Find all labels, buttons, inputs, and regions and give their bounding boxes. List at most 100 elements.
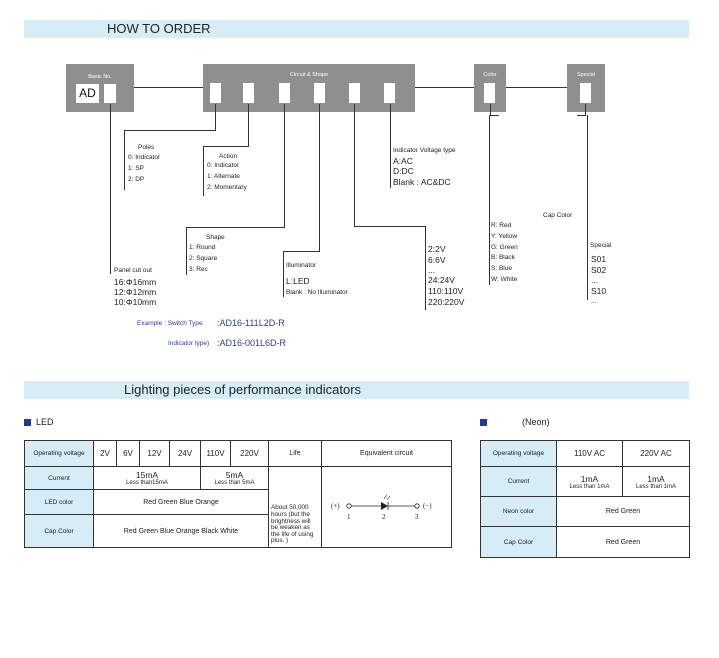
led-current-left-sub: Less than15mA	[126, 480, 168, 486]
led-colors: Red Green Blue Orange	[93, 489, 269, 515]
neon-label: (Neon)	[522, 417, 550, 427]
color-label: Color	[483, 72, 497, 78]
leader-action-v	[248, 104, 249, 146]
voltage-item: 220:220V	[428, 297, 465, 307]
equivalent-circuit-icon: (+) (−) 1 2 3	[331, 494, 432, 521]
led-row-label: Operating voltage	[24, 440, 94, 467]
neon-row-label: Operating voltage	[480, 440, 557, 467]
illum-item: Blank : No Illuminator	[286, 289, 348, 296]
led-current-right-value: 5mA	[225, 470, 244, 480]
example-indicator-label: Indicator type)	[168, 340, 210, 347]
panel-item: 12:Φ12mm	[114, 287, 157, 297]
circuit-shape-label: Circuit & Shape	[289, 72, 329, 78]
action-slot	[243, 83, 254, 103]
cap-color-title: Cap Color	[543, 212, 573, 219]
leader-illum-v2	[283, 251, 284, 297]
illuminator-slot	[314, 83, 325, 103]
special-box: Special	[567, 64, 605, 112]
neon-current-value: 1mA	[647, 473, 665, 484]
shape-item: 2: Square	[189, 255, 218, 262]
neon-current-sub: Less than 1mA	[569, 483, 610, 490]
neon-current-value: 1mA	[580, 473, 599, 484]
voltage-slot	[349, 83, 360, 103]
neon-voltage-cell: 220V AC	[622, 440, 690, 467]
shape-title: Shape	[206, 234, 225, 241]
leader-vtype	[390, 104, 391, 188]
special-item: S01	[591, 254, 607, 264]
panel-item: 10:Φ10mm	[114, 297, 157, 307]
poles-item: 0: Indicator	[128, 154, 161, 161]
led-row-label: LED color	[24, 489, 94, 515]
action-item: 1: Alternate	[207, 173, 240, 180]
shape-item: 1: Round	[189, 244, 216, 251]
illum-item: L:LED	[286, 276, 310, 286]
cap-color-item: S: Blue	[491, 265, 512, 272]
color-slot	[484, 83, 495, 103]
poles-slot	[210, 83, 221, 103]
action-item: 2: Momentary	[207, 184, 247, 191]
neon-voltage-cell: 110V AC	[556, 440, 623, 467]
example-switch-value: :AD16-111L2D-R	[217, 318, 285, 328]
life-header: Life	[268, 440, 322, 467]
basic-no-value: AD	[76, 84, 99, 103]
basic-no-box: Basic No. AD	[66, 64, 134, 112]
led-current-right: 5mA Less than 5mA	[200, 466, 269, 490]
special-item: S10	[591, 286, 607, 296]
voltage-item: 24:24V	[428, 275, 455, 285]
leader-volt-v	[354, 104, 355, 226]
special-title: Special	[590, 242, 612, 249]
leader-poles-v	[215, 104, 216, 130]
panel-title: Panel cut out	[114, 267, 152, 274]
leader-action-h	[203, 146, 249, 147]
leader-shape-h	[186, 227, 285, 228]
led-cap-colors: Red Green Blue Orange Black White	[93, 514, 269, 548]
voltage-item: 110:110V	[428, 286, 464, 296]
cap-color-item: Y: Yellow	[491, 233, 518, 240]
neon-bullet-icon	[480, 419, 487, 426]
led-voltage-cell: 220V	[230, 440, 269, 467]
shape-slot	[279, 83, 290, 103]
led-current-right-sub: Less than 5mA	[214, 480, 255, 486]
basic-no-label: Basic No.	[88, 74, 112, 80]
lighting-band: Lighting pieces of performance indicator…	[24, 381, 689, 399]
neon-current-cell: 1mA Less than 1mA	[622, 466, 690, 497]
voltage-item: ...	[428, 265, 436, 275]
led-voltage-cell: 24V	[169, 440, 201, 467]
neon-table: Operating voltage 110V AC 220V AC Curren…	[480, 440, 690, 558]
lighting-title: Lighting pieces of performance indicator…	[124, 382, 362, 397]
circuit-node: 2	[382, 513, 386, 521]
circuit-node: 1	[347, 513, 351, 521]
neon-cap-colors: Red Green	[556, 526, 690, 558]
special-item: ...	[591, 298, 597, 305]
special-item: ...	[591, 275, 599, 285]
vtype-item: A:AC	[393, 156, 413, 166]
circuit-plus: (+)	[331, 502, 340, 510]
circuit-shape-box: Circuit & Shape	[203, 64, 415, 112]
leader-special-v	[585, 104, 586, 115]
led-voltage-cell: 2V	[93, 440, 117, 467]
led-row-label: Current	[24, 466, 94, 490]
circuit-minus: (−)	[423, 502, 432, 510]
vtype-item: D:DC	[393, 166, 414, 176]
special-item: S02	[591, 265, 607, 275]
led-table: Operating voltage 2V 6V 12V 24V 110V 220…	[24, 440, 452, 548]
how-to-order-band: HOW TO ORDER	[24, 20, 689, 38]
leader-special-h	[577, 115, 586, 116]
voltage-item: 6:6V	[428, 255, 446, 265]
shape-item: 3: Rec	[189, 266, 208, 273]
leader-illum-v	[319, 104, 320, 251]
cap-color-item: R: Red	[491, 222, 512, 229]
illum-title: Illuminator	[286, 262, 316, 269]
action-item: 0: Indicator	[207, 162, 240, 169]
example-indicator-value: :AD16-001L6D-R	[217, 338, 287, 348]
connector-1	[134, 87, 203, 88]
leader-panel	[110, 104, 111, 274]
neon-current-cell: 1mA Less than 1mA	[556, 466, 623, 497]
neon-colors: Red Green	[556, 496, 690, 527]
led-voltage-cell: 12V	[139, 440, 170, 467]
led-voltage-cell: 110V	[200, 440, 231, 467]
led-current-left: 15mA Less than15mA	[93, 466, 201, 490]
led-bullet-icon	[24, 419, 31, 426]
leader-illum-h	[283, 251, 320, 252]
poles-item: 1: SP	[128, 165, 144, 172]
